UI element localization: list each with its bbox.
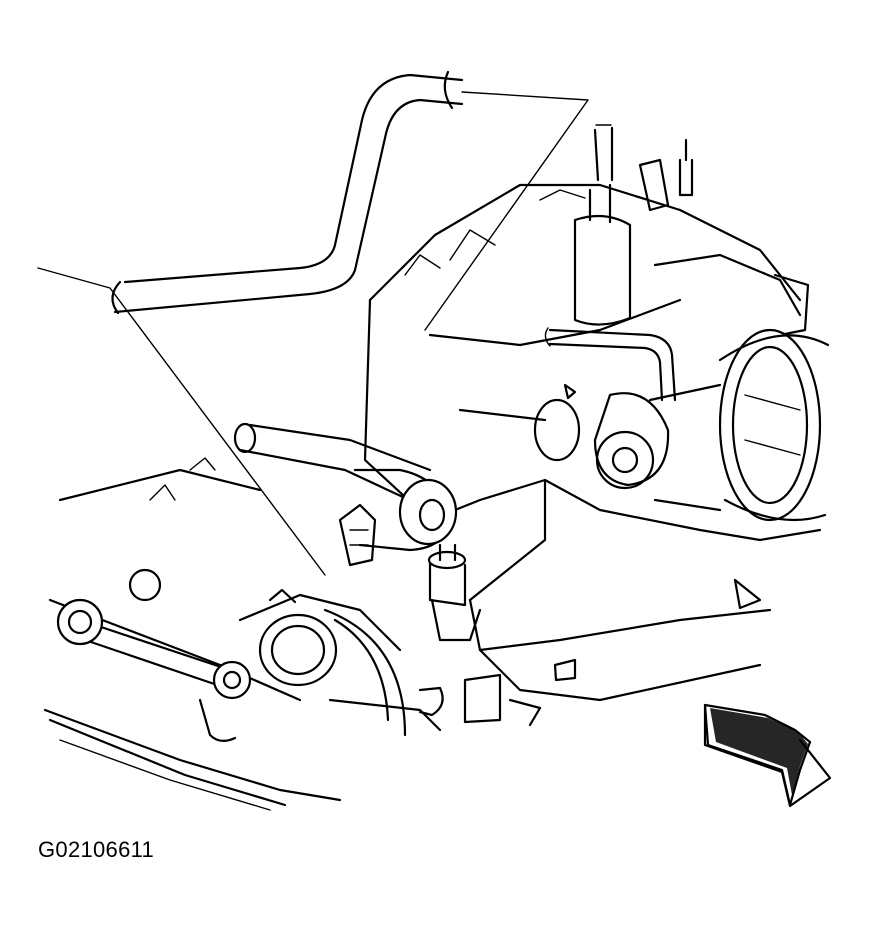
thermostat-housing	[233, 422, 458, 567]
upper-radiator-hose	[111, 70, 464, 315]
water-outlet	[258, 588, 407, 737]
view-callout-lines	[37, 91, 589, 576]
mounting-bracket	[418, 578, 762, 727]
figure-id-label: G02106611	[38, 837, 155, 862]
direction-arrow-icon	[703, 703, 832, 808]
lower-manifold	[428, 383, 822, 702]
fuel-rail	[56, 568, 252, 700]
left-cylinder-head	[43, 457, 442, 811]
intake-manifold	[363, 124, 802, 522]
coolant-sensor	[427, 543, 482, 642]
vacuum-hose	[544, 327, 677, 402]
throttle-body	[593, 253, 830, 522]
